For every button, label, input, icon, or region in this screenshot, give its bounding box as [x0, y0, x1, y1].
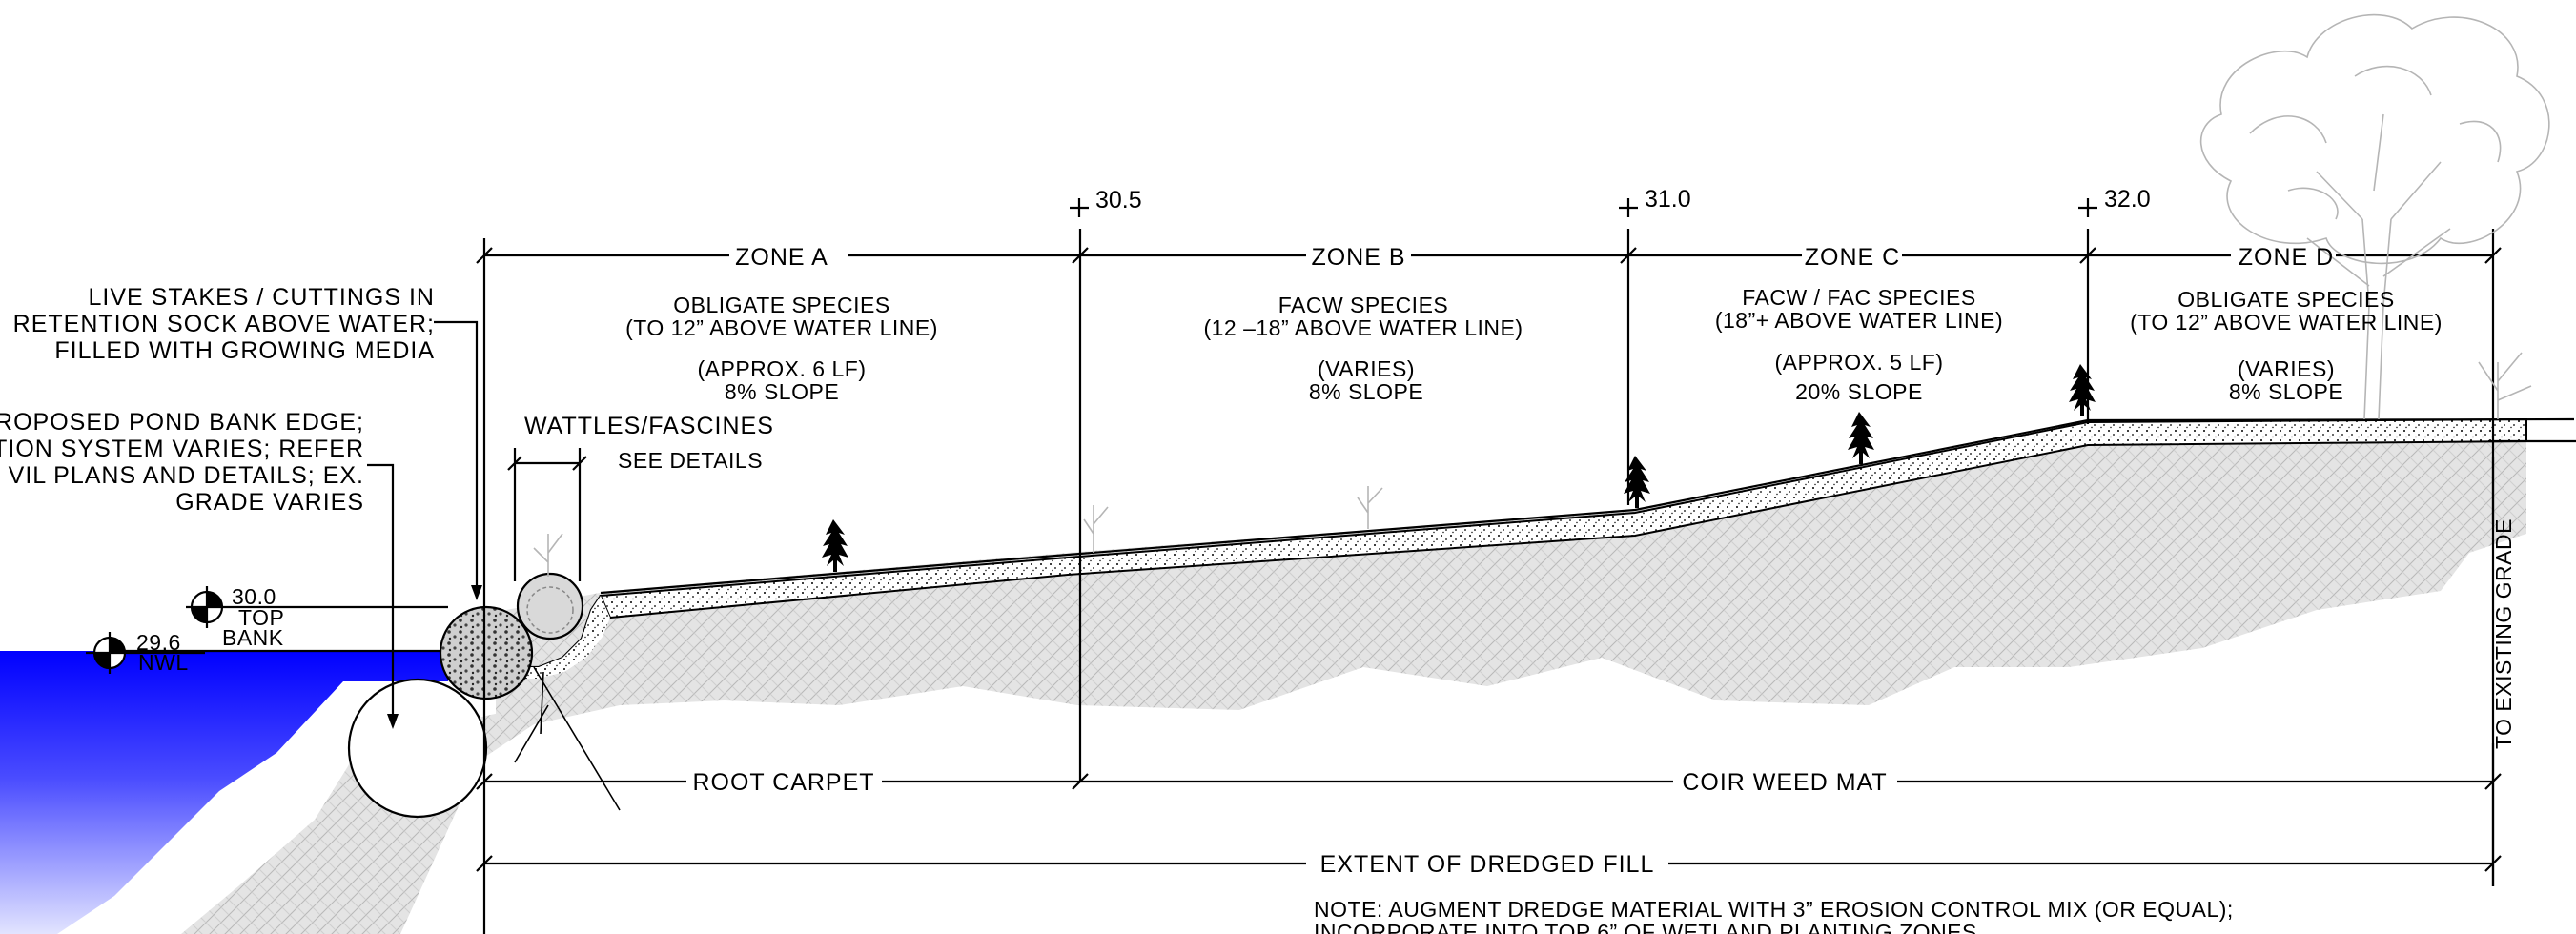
svg-text:VIL PLANS AND DETAILS; EX.: VIL PLANS AND DETAILS; EX. [9, 462, 364, 489]
drain-pipe [347, 678, 488, 819]
spot-elevation-cross-cd [2078, 198, 2097, 217]
zone-dimension-line [476, 229, 2502, 934]
root-carpet-label: ROOT CARPET [692, 769, 874, 796]
coir-weed-mat-label: COIR WEED MAT [1682, 769, 1887, 796]
zone-d-range: (TO 12” ABOVE WATER LINE) [2130, 310, 2443, 335]
svg-text:LIVE STAKES / CUTTINGS IN: LIVE STAKES / CUTTINGS IN [89, 284, 436, 311]
zone-d-length: (VARIES) [2238, 356, 2335, 381]
zone-b-length: (VARIES) [1318, 356, 1415, 381]
live-stake [514, 666, 621, 811]
wattles-label: WATTLES/FASCINES [524, 413, 774, 439]
nwl-marker [86, 632, 205, 674]
note-line-1: NOTE: AUGMENT DREDGE MATERIAL WITH 3” ER… [1314, 897, 2234, 922]
pond-bank-callout: ROPOSED POND BANK EDGE; TION SYSTEM VARI… [0, 409, 364, 516]
svg-text:FILLED WITH GROWING MEDIA: FILLED WITH GROWING MEDIA [54, 337, 435, 364]
zone-d-species: OBLIGATE SPECIES [2177, 287, 2394, 312]
live-stakes-callout: LIVE STAKES / CUTTINGS IN RETENTION SOCK… [13, 284, 436, 364]
nwl-elevation: 29.6 [136, 630, 181, 655]
zone-a-slope: 8% SLOPE [725, 379, 839, 404]
existing-grade-label: TO EXISTING GRADE [2491, 518, 2516, 749]
svg-text:GRADE VARIES: GRADE VARIES [175, 489, 364, 516]
pond-water [0, 651, 448, 934]
pond-bank-leader [367, 463, 395, 724]
live-stakes-arrow [471, 585, 482, 600]
spot-elevation-ab: 30.5 [1095, 187, 1142, 213]
see-details-label: SEE DETAILS [618, 448, 763, 473]
zone-c-name: ZONE C [1805, 244, 1900, 271]
live-stake-top [533, 533, 563, 577]
zone-b-range: (12 –18” ABOVE WATER LINE) [1203, 315, 1523, 340]
top-bank-label-1: TOP [238, 605, 284, 630]
zone-b-labels: ZONE B FACW SPECIES (12 –18” ABOVE WATER… [1203, 244, 1523, 404]
top-bank-marker [186, 586, 448, 628]
zone-a-labels: ZONE A OBLIGATE SPECIES (TO 12” ABOVE WA… [625, 244, 938, 404]
zone-b-slope: 8% SLOPE [1309, 379, 1423, 404]
svg-text:TION SYSTEM VARIES; REFER: TION SYSTEM VARIES; REFER [0, 436, 364, 462]
spot-elevation-cross-ab [1070, 198, 1089, 217]
live-stakes-leader [434, 320, 479, 596]
shrub-icon [822, 364, 2096, 572]
spot-elevation-cd: 32.0 [2104, 186, 2151, 213]
note-line-2: INCORPORATE INTO TOP 6” OF WETLAND PLANT… [1314, 920, 1977, 934]
wattle-inner [526, 586, 574, 634]
zone-a-name: ZONE A [735, 244, 828, 271]
svg-text:ROPOSED POND BANK EDGE;: ROPOSED POND BANK EDGE; [0, 409, 364, 436]
zone-c-slope: 20% SLOPE [1795, 379, 1923, 404]
zone-a-length: (APPROX. 6 LF) [698, 356, 867, 381]
spot-elevation-cross-bc [1619, 198, 1638, 217]
zone-b-name: ZONE B [1311, 244, 1405, 271]
zone-b-species: FACW SPECIES [1278, 293, 1449, 317]
spot-elevation-bc: 31.0 [1645, 186, 1691, 213]
nwl-label: NWL [138, 650, 189, 675]
zone-c-species: FACW / FAC SPECIES [1742, 285, 1975, 310]
zone-a-range: (TO 12” ABOVE WATER LINE) [625, 315, 938, 340]
zone-d-labels: ZONE D OBLIGATE SPECIES (TO 12” ABOVE WA… [2130, 244, 2443, 404]
dredged-fill-soil [181, 434, 2526, 934]
zone-d-name: ZONE D [2239, 244, 2334, 271]
top-of-slope-line [600, 417, 2575, 595]
svg-text:RETENTION SOCK ABOVE WATER;: RETENTION SOCK ABOVE WATER; [13, 311, 435, 337]
top-bank-elevation: 30.0 [232, 584, 276, 609]
dredged-fill-label: EXTENT OF DREDGED FILL [1320, 851, 1655, 878]
zone-c-range: (18”+ ABOVE WATER LINE) [1715, 308, 2003, 333]
wattles-dimension [507, 448, 587, 581]
zone-c-labels: ZONE C FACW / FAC SPECIES (18”+ ABOVE WA… [1715, 244, 2003, 404]
zone-d-slope: 8% SLOPE [2229, 379, 2343, 404]
sprig-icon [1083, 352, 2532, 553]
extent-dimension-lines [476, 457, 2502, 886]
zone-a-species: OBLIGATE SPECIES [673, 293, 889, 317]
pond-bank-arrow [387, 714, 399, 729]
zone-c-length: (APPROX. 5 LF) [1775, 350, 1944, 375]
wattle [516, 572, 584, 640]
retention-sock [439, 605, 534, 700]
tree-icon [2199, 13, 2550, 420]
top-bank-label-2: BANK [222, 625, 284, 650]
